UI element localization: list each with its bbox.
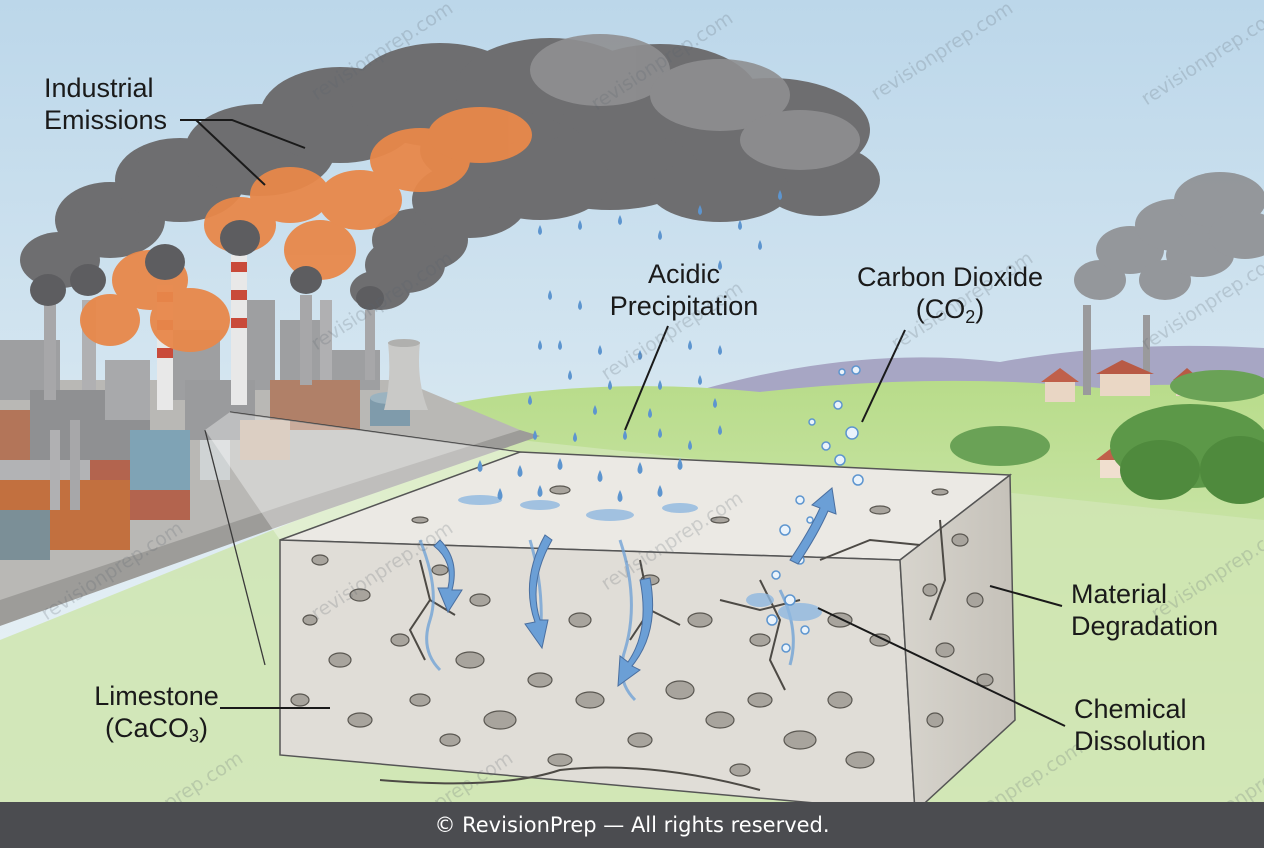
label-acidic-precipitation: Acidic Precipitation: [604, 258, 764, 322]
label-chemical-dissolution-line1: Chemical: [1074, 694, 1187, 724]
callout-wedge: [205, 412, 520, 540]
downward-flow-arrows: [433, 534, 654, 688]
rain-drops: [528, 190, 782, 450]
label-limestone-line1: Limestone: [94, 681, 219, 711]
label-industrial-emissions-line2: Emissions: [44, 105, 168, 135]
co2-formula-end: ): [975, 294, 985, 324]
label-chemical-dissolution: Chemical Dissolution: [1074, 693, 1206, 757]
leader-lines: [180, 119, 1066, 727]
label-acidic-precipitation-line2: Precipitation: [609, 291, 759, 321]
limestone-formula-main: (CaCO: [104, 713, 189, 743]
copyright-footer: © RevisionPrep — All rights reserved.: [0, 802, 1264, 848]
village: [950, 305, 1264, 504]
surface-drops: [477, 458, 683, 502]
road: [0, 430, 540, 626]
label-chemical-dissolution-line2: Dissolution: [1074, 726, 1207, 756]
label-material-degradation: Material Degradation: [1071, 578, 1218, 642]
leader-chemical-dissolution: [817, 607, 1066, 727]
emission-smoke: [20, 34, 880, 352]
label-industrial-emissions: Industrial Emissions: [44, 72, 167, 136]
leader-industrial-emissions-2: [195, 119, 266, 186]
label-limestone: Limestone (CaCO3): [84, 680, 229, 746]
co2-formula-main: (CO: [915, 294, 966, 324]
limestone-formula-subscript: 3: [189, 726, 200, 746]
callout-zoom: [204, 411, 521, 666]
label-limestone-formula: (CaCO3): [84, 712, 229, 746]
leader-carbon-dioxide: [861, 329, 906, 423]
label-carbon-dioxide-line1: Carbon Dioxide: [856, 262, 1044, 292]
limestone-pores: [290, 485, 994, 777]
factory-buildings: [0, 339, 428, 560]
label-industrial-emissions-line1: Industrial: [44, 73, 154, 103]
label-carbon-dioxide: Carbon Dioxide (CO2): [850, 261, 1050, 327]
water-pools: [458, 495, 822, 621]
label-carbon-dioxide-formula: (CO2): [850, 293, 1050, 327]
co2-upward-arrow: [789, 487, 837, 565]
leader-material-degradation: [989, 585, 1063, 607]
limestone-block: [279, 451, 1016, 814]
village-smoke: [1074, 172, 1264, 300]
label-acidic-precipitation-line1: Acidic: [647, 259, 721, 289]
label-material-degradation-line2: Degradation: [1071, 611, 1219, 641]
co2-formula-subscript: 2: [965, 307, 976, 327]
leader-acidic-precipitation: [624, 325, 669, 431]
limestone-formula-end: ): [199, 713, 209, 743]
label-material-degradation-line1: Material: [1071, 579, 1168, 609]
